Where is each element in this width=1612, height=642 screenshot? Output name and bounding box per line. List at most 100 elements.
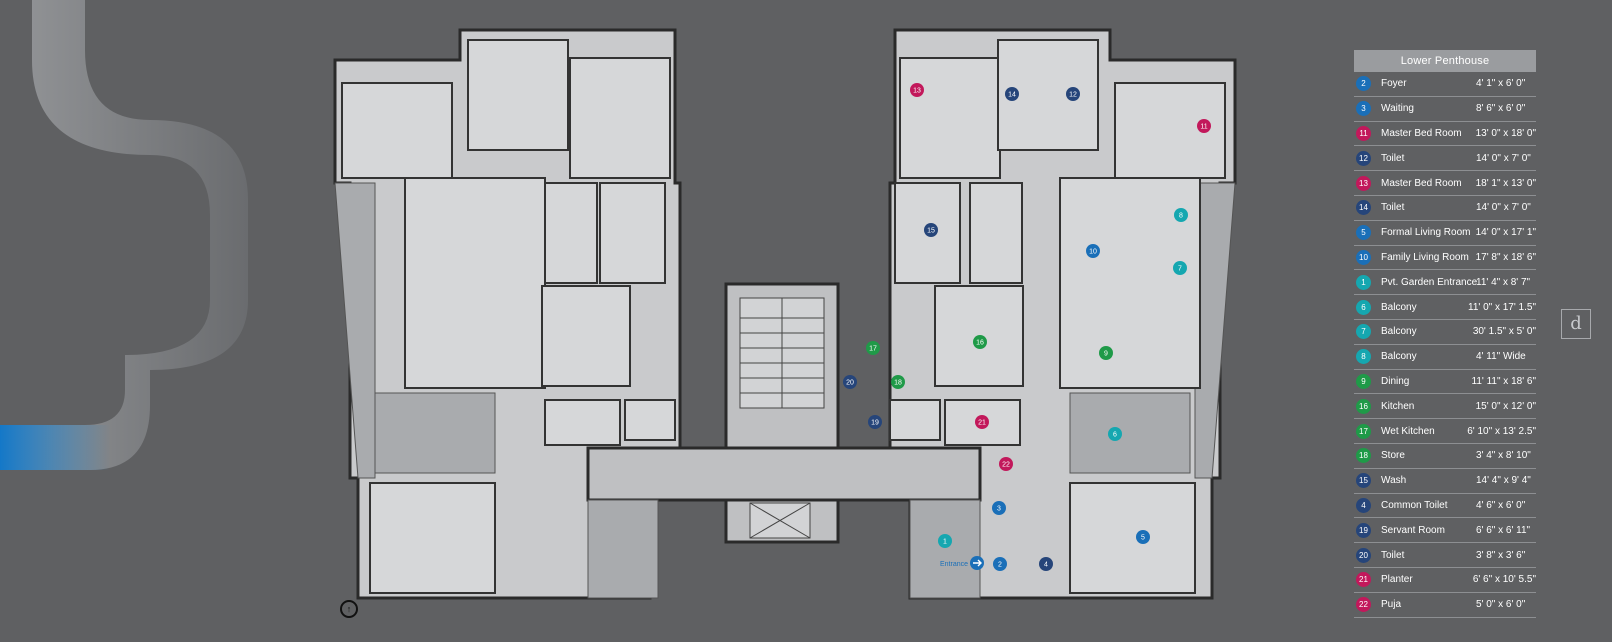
room-marker-number: 15 bbox=[927, 228, 935, 235]
room-marker: 19 bbox=[868, 415, 882, 429]
room-marker: 16 bbox=[973, 335, 987, 349]
legend-row: 2 Foyer 4' 1" x 6' 0" bbox=[1354, 72, 1536, 97]
legend-number-badge: 11 bbox=[1356, 125, 1371, 141]
legend-room-name: Kitchen bbox=[1381, 400, 1415, 412]
legend-room-name: Balcony bbox=[1381, 351, 1417, 363]
legend-number-badge: 22 bbox=[1356, 597, 1371, 613]
north-arrow-icon: ↑ bbox=[340, 600, 358, 618]
room-marker: 18 bbox=[891, 375, 905, 389]
room-marker: 4 bbox=[1039, 557, 1053, 571]
legend-room-dimension: 4' 1" x 6' 0" bbox=[1476, 78, 1526, 90]
legend-room-dimension: 3' 8" x 3' 6" bbox=[1476, 549, 1526, 561]
room-marker-number: 5 bbox=[1141, 535, 1145, 542]
room-marker: 12 bbox=[1066, 87, 1080, 101]
room-marker-number: 14 bbox=[1008, 92, 1016, 99]
legend-number-badge: 15 bbox=[1356, 473, 1371, 489]
room-marker: 17 bbox=[866, 341, 880, 355]
legend-room-name: Foyer bbox=[1381, 78, 1407, 90]
legend-row: 22 Puja 5' 0" x 6' 0" bbox=[1354, 593, 1536, 618]
decorative-swoosh bbox=[0, 0, 248, 470]
legend-room-name: Dining bbox=[1381, 375, 1410, 387]
legend-room-dimension: 14' 4" x 9' 4" bbox=[1476, 475, 1531, 487]
room-marker: 21 bbox=[975, 415, 989, 429]
legend-room-dimension: 3' 4" x 8' 10" bbox=[1476, 450, 1531, 462]
legend-room-dimension: 18' 1" x 13' 0" bbox=[1475, 177, 1536, 189]
legend-room-dimension: 14' 0" x 7' 0" bbox=[1476, 202, 1531, 214]
legend-number-badge: 4 bbox=[1356, 497, 1371, 513]
legend-number-badge: 18 bbox=[1356, 448, 1371, 464]
room-marker-number: 1 bbox=[943, 539, 947, 546]
room-marker-number: 18 bbox=[894, 380, 902, 387]
room-marker-number: 6 bbox=[1113, 432, 1117, 439]
room-marker-number: 16 bbox=[976, 340, 984, 347]
room-marker-number: 3 bbox=[997, 506, 1001, 513]
balconies bbox=[334, 182, 1236, 599]
room-marker: 2 bbox=[993, 557, 1007, 571]
legend-title: Lower Penthouse bbox=[1354, 50, 1536, 72]
legend-room-dimension: 4' 6" x 6' 0" bbox=[1476, 499, 1526, 511]
legend-number-badge: 5 bbox=[1356, 225, 1371, 241]
legend-room-name: Pvt. Garden Entrance bbox=[1381, 276, 1478, 288]
legend-number-badge: 12 bbox=[1356, 150, 1371, 166]
legend-number-badge: 10 bbox=[1356, 249, 1371, 265]
brand-logo: d bbox=[1561, 309, 1591, 339]
legend-room-dimension: 5' 0" x 6' 0" bbox=[1476, 599, 1526, 611]
room-marker-number: 19 bbox=[871, 420, 879, 427]
room-marker: 1 bbox=[938, 534, 952, 548]
room-marker: 10 bbox=[1086, 244, 1100, 258]
legend-number-badge: 6 bbox=[1356, 299, 1371, 315]
room-marker-number: 10 bbox=[1089, 249, 1097, 256]
legend-room-dimension: 8' 6" x 6' 0" bbox=[1476, 103, 1526, 115]
room-marker-number: 7 bbox=[1178, 266, 1182, 273]
room-marker: 22 bbox=[999, 457, 1013, 471]
legend-room-dimension: 15' 0" x 12' 0" bbox=[1475, 400, 1536, 412]
legend-number-badge: 2 bbox=[1356, 76, 1371, 92]
room-marker: 14 bbox=[1005, 87, 1019, 101]
room-marker-number: 12 bbox=[1069, 92, 1077, 99]
room-marker-number: 22 bbox=[1002, 462, 1010, 469]
legend-number-badge: 1 bbox=[1356, 274, 1371, 290]
legend-room-dimension: 6' 10" x 13' 2.5" bbox=[1467, 425, 1536, 437]
legend-number-badge: 17 bbox=[1356, 423, 1371, 439]
legend-room-dimension: 14' 0" x 17' 1" bbox=[1475, 227, 1536, 239]
legend-room-dimension: 11' 4" x 8' 7" bbox=[1476, 276, 1531, 288]
legend-room-dimension: 6' 6" x 10' 5.5" bbox=[1472, 574, 1536, 586]
legend-number-badge: 7 bbox=[1356, 324, 1371, 340]
legend-number-badge: 13 bbox=[1356, 175, 1371, 191]
room-marker-number: 21 bbox=[978, 420, 986, 427]
room-marker: 6 bbox=[1108, 427, 1122, 441]
legend-number-badge: 3 bbox=[1356, 101, 1371, 117]
legend-room-dimension: 11' 11" x 18' 6" bbox=[1471, 375, 1536, 387]
legend-row: 4 Common Toilet 4' 6" x 6' 0" bbox=[1354, 494, 1536, 519]
legend-room-name: Toilet bbox=[1381, 152, 1405, 164]
room-marker: 13 bbox=[910, 83, 924, 97]
room-marker-number: 13 bbox=[913, 88, 921, 95]
legend-room-name: Family Living Room bbox=[1381, 251, 1469, 263]
room-marker: 3 bbox=[992, 501, 1006, 515]
legend-room-name: Common Toilet bbox=[1381, 499, 1448, 511]
room-marker-number: 8 bbox=[1179, 213, 1183, 220]
room-marker-number: 17 bbox=[869, 346, 877, 353]
entrance-arrow-icon bbox=[970, 556, 984, 570]
legend-room-name: Servant Room bbox=[1381, 524, 1445, 536]
room-marker: 15 bbox=[924, 223, 938, 237]
room-marker: 5 bbox=[1136, 530, 1150, 544]
legend-room-name: Puja bbox=[1381, 599, 1402, 611]
legend-room-name: Wash bbox=[1381, 475, 1407, 487]
legend-row: 18 Store 3' 4" x 8' 10" bbox=[1354, 444, 1536, 469]
legend-room-name: Balcony bbox=[1381, 326, 1417, 338]
legend-room-name: Store bbox=[1381, 450, 1405, 462]
